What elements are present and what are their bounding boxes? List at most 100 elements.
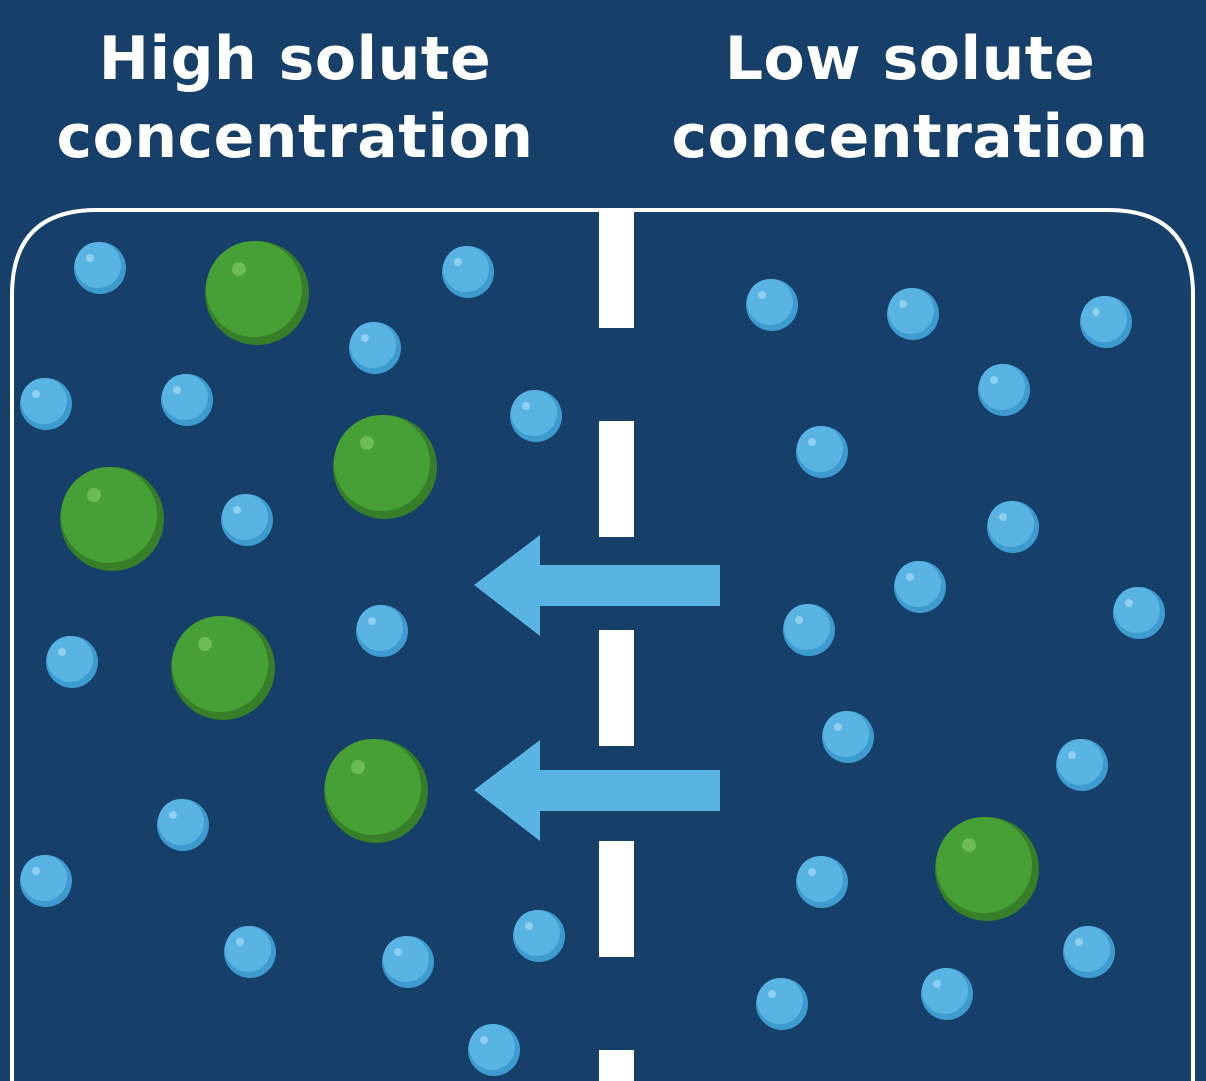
water-molecule-body	[350, 322, 396, 368]
water-flow-arrows	[474, 535, 720, 841]
water-molecule-highlight	[32, 390, 40, 398]
water-molecule-body	[988, 501, 1034, 547]
water-molecule-highlight	[233, 506, 241, 514]
left-arrow-icon	[474, 740, 720, 841]
water-molecule	[783, 604, 835, 656]
water-molecule-body	[225, 926, 271, 972]
water-molecule-body	[922, 968, 968, 1014]
water-molecule	[756, 978, 808, 1030]
water-molecule-highlight	[236, 938, 244, 946]
solute-particle-body	[936, 817, 1032, 913]
water-molecule	[1113, 587, 1165, 639]
water-molecule	[513, 910, 565, 962]
water-molecule-highlight	[990, 376, 998, 384]
water-molecule-highlight	[454, 258, 462, 266]
water-molecule	[382, 936, 434, 988]
water-molecule-body	[747, 279, 793, 325]
solute-particle-body	[334, 415, 430, 511]
water-molecule-body	[784, 604, 830, 650]
membrane-segment	[599, 841, 634, 957]
water-molecule	[157, 799, 209, 851]
water-molecule-highlight	[808, 438, 816, 446]
water-molecule-body	[383, 936, 429, 982]
water-molecule-body	[797, 856, 843, 902]
water-molecule-body	[511, 390, 557, 436]
water-molecule	[894, 561, 946, 613]
water-molecule-highlight	[169, 811, 177, 819]
solute-particle-body	[61, 467, 157, 563]
solute-particle-highlight	[351, 760, 365, 774]
water-molecule-body	[47, 636, 93, 682]
solute-particle	[171, 616, 275, 720]
water-molecule	[921, 968, 973, 1020]
water-molecule-highlight	[768, 990, 776, 998]
membrane-segment	[599, 210, 634, 328]
particles	[20, 241, 1165, 1076]
water-molecule-body	[1114, 587, 1160, 633]
water-molecule-body	[1057, 739, 1103, 785]
water-molecule	[1063, 926, 1115, 978]
water-molecule-highlight	[1125, 599, 1133, 607]
water-molecule	[74, 242, 126, 294]
water-molecule-highlight	[86, 254, 94, 262]
water-molecule-body	[443, 246, 489, 292]
membrane-segment	[599, 421, 634, 537]
solute-particle	[205, 241, 309, 345]
water-molecule-highlight	[522, 402, 530, 410]
solute-particle	[60, 467, 164, 571]
left-compartment-label: High solute concentration	[40, 20, 550, 176]
water-molecule-body	[823, 711, 869, 757]
water-molecule-highlight	[899, 300, 907, 308]
water-molecule-highlight	[173, 386, 181, 394]
right-label-line-2: concentration	[671, 102, 1149, 172]
water-molecule-body	[1064, 926, 1110, 972]
water-molecule	[796, 426, 848, 478]
water-molecule	[1056, 739, 1108, 791]
water-molecule-body	[979, 364, 1025, 410]
water-molecule-body	[469, 1024, 515, 1070]
water-molecule-body	[21, 855, 67, 901]
water-molecule-highlight	[1092, 308, 1100, 316]
water-molecule	[987, 501, 1039, 553]
membrane-segment	[599, 1050, 634, 1081]
water-molecule	[20, 378, 72, 430]
left-label-line-1: High solute	[98, 24, 492, 94]
water-molecule-highlight	[361, 334, 369, 342]
water-molecule	[356, 605, 408, 657]
right-compartment-label: Low solute concentration	[655, 20, 1165, 176]
solute-particle-highlight	[198, 637, 212, 651]
water-molecule-highlight	[1068, 751, 1076, 759]
solute-particle	[935, 817, 1039, 921]
water-molecule	[510, 390, 562, 442]
water-molecule	[978, 364, 1030, 416]
water-molecule-body	[75, 242, 121, 288]
water-molecule	[1080, 296, 1132, 348]
membrane-segment	[599, 630, 634, 746]
water-molecule	[746, 279, 798, 331]
water-molecule-body	[162, 374, 208, 420]
water-molecule-highlight	[906, 573, 914, 581]
water-molecule-highlight	[834, 723, 842, 731]
water-molecule-body	[888, 288, 934, 334]
water-molecule-body	[514, 910, 560, 956]
water-molecule-body	[895, 561, 941, 607]
water-molecule	[796, 856, 848, 908]
membrane	[599, 210, 634, 1081]
water-molecule	[221, 494, 273, 546]
water-molecule-body	[222, 494, 268, 540]
water-molecule-body	[757, 978, 803, 1024]
water-molecule	[349, 322, 401, 374]
water-molecule-body	[158, 799, 204, 845]
water-molecule-highlight	[795, 616, 803, 624]
solute-particle-body	[206, 241, 302, 337]
water-molecule	[468, 1024, 520, 1076]
water-molecule	[442, 246, 494, 298]
water-molecule-highlight	[808, 868, 816, 876]
solute-particle	[324, 739, 428, 843]
solute-particle-body	[172, 616, 268, 712]
water-molecule	[46, 636, 98, 688]
left-label-line-2: concentration	[56, 102, 534, 172]
water-molecule-highlight	[999, 513, 1007, 521]
water-molecule	[887, 288, 939, 340]
